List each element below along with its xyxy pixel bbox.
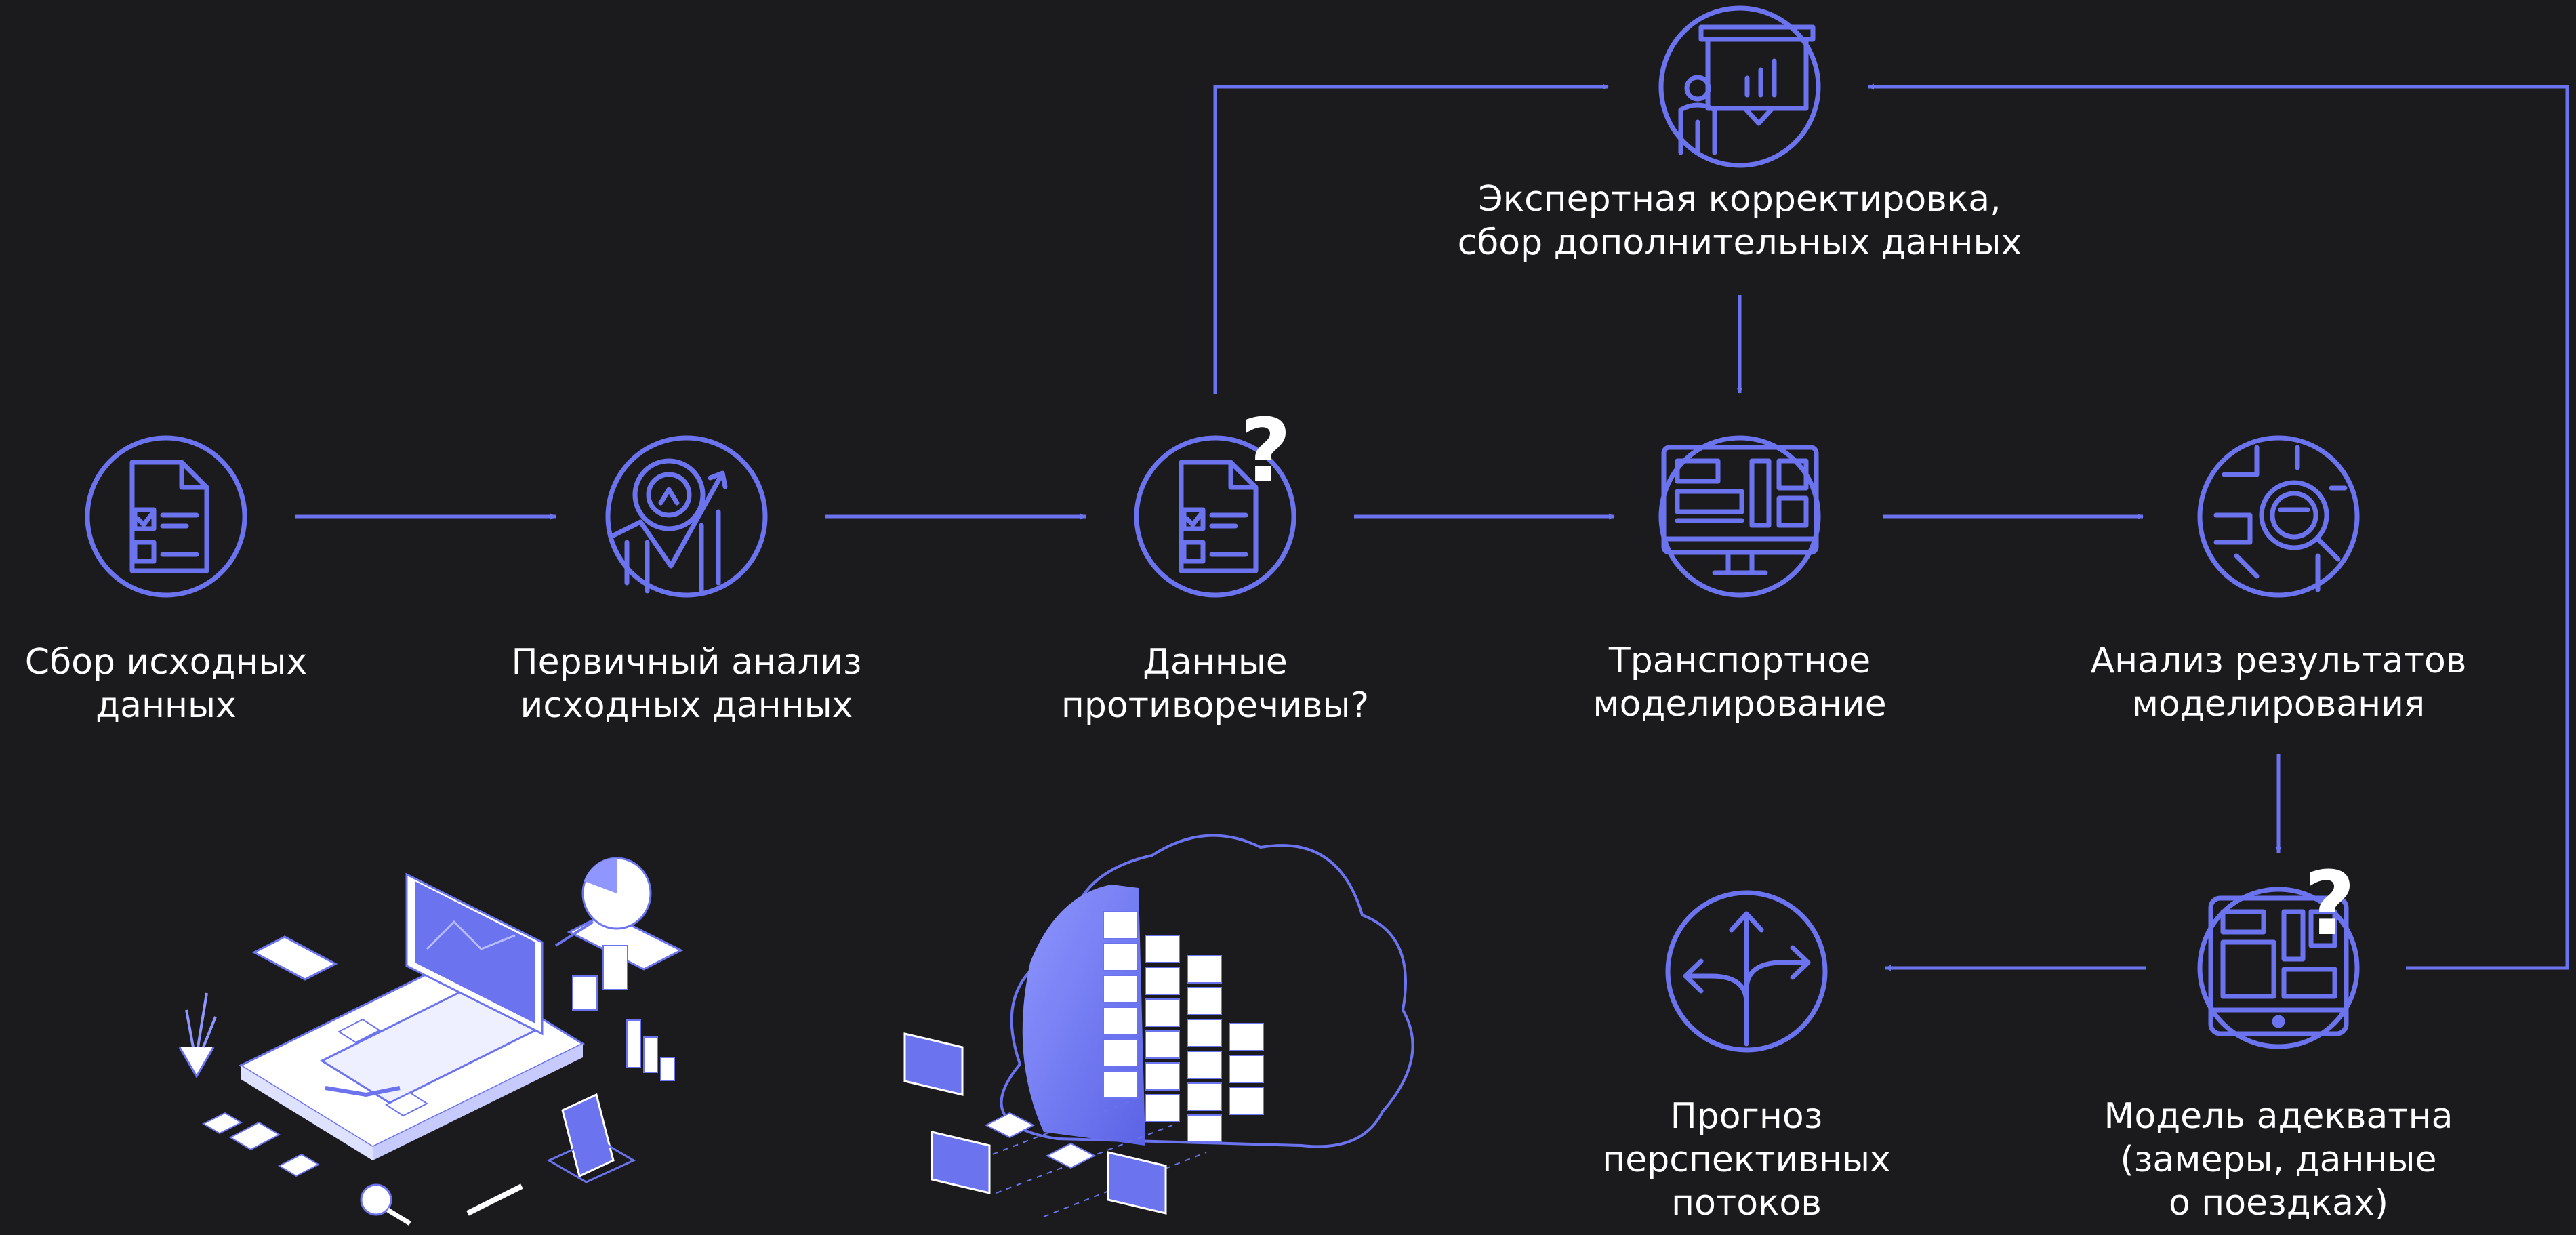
map-magnifier-icon	[2197, 435, 2360, 598]
label-line: Данные	[1143, 642, 1288, 683]
branching-arrows-icon	[1665, 890, 1828, 1053]
growth-analysis-icon	[605, 435, 768, 598]
node-label-expert: Экспертная корректировка, сбор дополните…	[1458, 178, 2022, 264]
label-line: Экспертная корректировка,	[1478, 179, 2001, 220]
label-line: о поездках)	[2168, 1183, 2389, 1223]
label-line: перспективных	[1602, 1139, 1891, 1180]
label-line: исходных данных	[520, 685, 853, 726]
presentation-icon	[1658, 5, 1821, 168]
document-checklist-icon	[85, 435, 247, 598]
node-label-primary: Первичный анализ исходных данных	[511, 641, 861, 727]
label-line: Транспортное	[1608, 641, 1871, 681]
cloud-server-illustration	[903, 834, 1414, 1217]
node-label-adequate: Модель адекватна (замеры, данные о поезд…	[2104, 1095, 2453, 1225]
decision-question-mark: ?	[1240, 399, 1292, 502]
label-line: Сбор исходных	[24, 642, 308, 683]
node-label-transport: Транспортное моделирование	[1593, 639, 1886, 726]
label-line: моделирования	[2131, 684, 2426, 725]
decision-question-mark: ?	[2304, 852, 2356, 955]
label-line: Анализ результатов	[2090, 641, 2467, 681]
label-line: (замеры, данные	[2120, 1139, 2437, 1180]
connectors	[295, 83, 2569, 971]
label-line: потоков	[1671, 1183, 1822, 1223]
label-line: противоречивы?	[1061, 685, 1370, 726]
label-line: Прогноз	[1670, 1096, 1823, 1137]
node-label-forecast: Прогноз перспективных потоков	[1602, 1095, 1891, 1225]
arrow-conflict-to-expert	[1213, 83, 1609, 394]
tablet-map-icon	[2197, 887, 2360, 1049]
label-line: данных	[96, 685, 237, 726]
label-line: Модель адекватна	[2104, 1096, 2453, 1137]
laptop-analytics-illustration	[178, 857, 684, 1226]
label-line: Первичный анализ	[511, 642, 862, 683]
node-label-collect: Сбор исходных данных	[25, 641, 307, 727]
node-label-results: Анализ результатов моделирования	[2091, 639, 2467, 726]
label-line: сбор дополнительных данных	[1457, 222, 2022, 263]
arrow-adequate-to-expert	[1868, 83, 2569, 970]
document-checklist-icon	[1134, 435, 1296, 598]
monitor-map-icon	[1658, 435, 1821, 598]
node-label-conflict: Данные противоречивы?	[1061, 641, 1369, 727]
label-line: моделирование	[1593, 684, 1887, 725]
